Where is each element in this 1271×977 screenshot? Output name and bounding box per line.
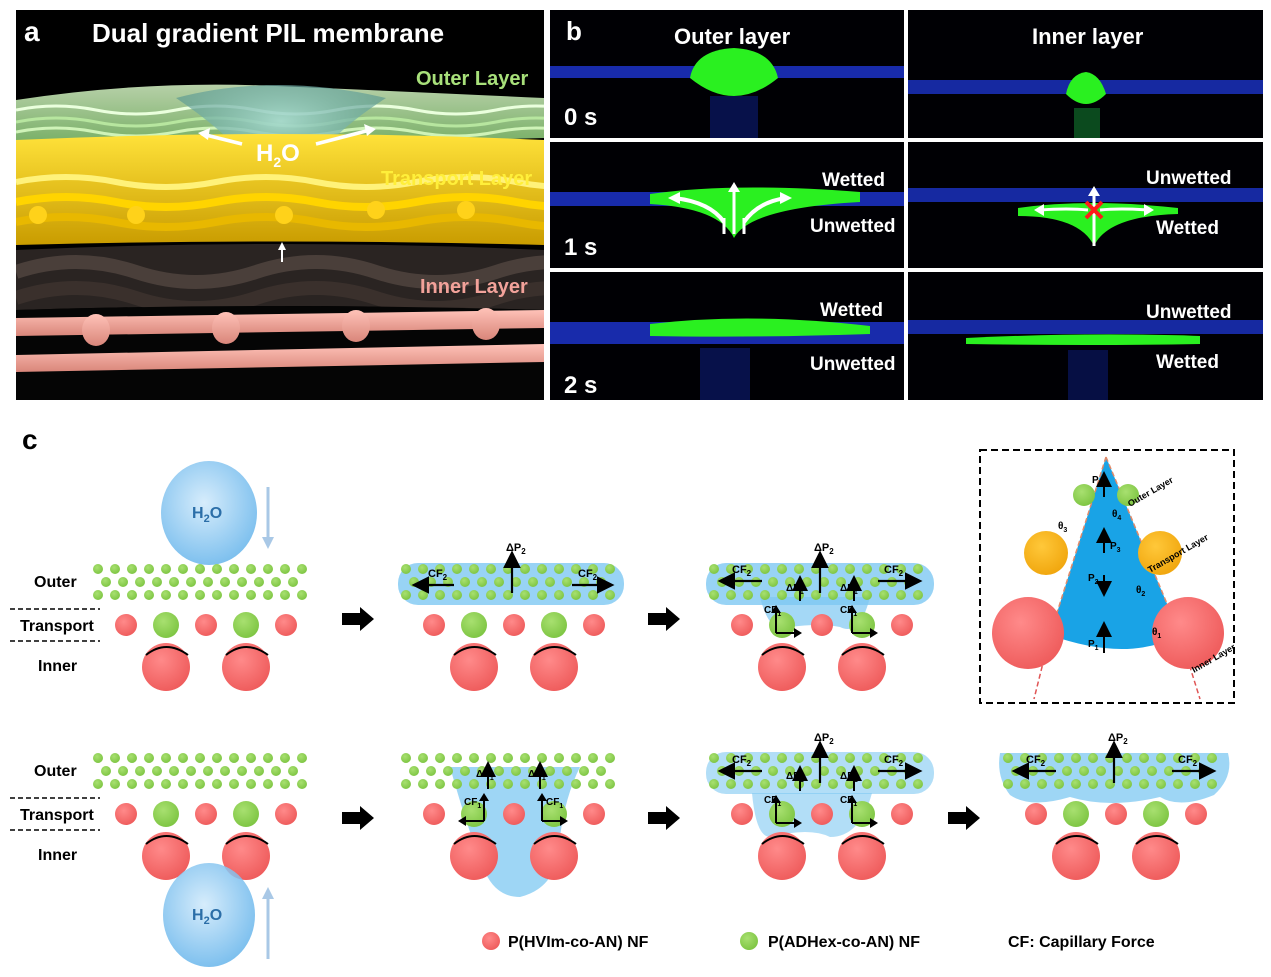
outer-layer-label: Outer Layer: [416, 68, 529, 90]
b-outer-1s-wetted: Wetted: [822, 170, 885, 191]
svg-text:P3: P3: [1110, 541, 1121, 554]
inset-box: [979, 449, 1235, 704]
svg-text:ΔP2: ΔP2: [814, 732, 834, 746]
c-inner-label-1: Inner: [38, 658, 77, 675]
c-h2o-1: H2O: [192, 505, 222, 525]
panel-c-diagram: Outer Transport Inner H2O ΔP2 CF2 CF2 ΔP…: [10, 449, 1237, 967]
b-inner-2s-wetted: Wetted: [1156, 352, 1219, 373]
svg-text:CF1: CF1: [764, 795, 781, 808]
b-inner-layer-title: Inner layer: [1032, 24, 1144, 49]
c-water-drop-1: [161, 461, 257, 565]
b-outer-1s-unwetted: Unwetted: [810, 216, 896, 237]
b-inner-0s: Inner layer: [908, 10, 1263, 138]
svg-text:ΔP1: ΔP1: [476, 769, 494, 782]
b-time-2s: 2 s: [564, 372, 598, 399]
b-inner-1s-unwetted: Unwetted: [1146, 168, 1232, 189]
svg-text:CF1: CF1: [840, 605, 857, 618]
panel-a-title: Dual gradient PIL membrane: [92, 18, 445, 48]
c-transport-label-1: Transport: [20, 618, 94, 635]
b-inner-1s-wetted: Wetted: [1156, 218, 1219, 239]
svg-text:P1: P1: [1088, 639, 1099, 652]
c-dp2-a: ΔP2: [506, 542, 526, 556]
svg-text:θ2: θ2: [1136, 585, 1145, 598]
c-h2o-2: H2O: [192, 907, 222, 927]
svg-text:P4: P4: [1092, 475, 1103, 488]
svg-text:P2: P2: [1088, 573, 1099, 586]
panel-c-letter: c: [22, 424, 38, 455]
membrane-illustration: [16, 84, 544, 400]
svg-text:ΔP2: ΔP2: [814, 542, 834, 556]
b-time-1s: 1 s: [564, 234, 598, 261]
b-outer-1s: Wetted Unwetted 1 s: [550, 142, 904, 268]
svg-text:CF2: CF2: [884, 564, 904, 578]
c-outer-label-1: Outer: [34, 574, 77, 591]
b-outer-2s: Wetted Unwetted 2 s: [550, 272, 904, 400]
legend-green-label: P(ADHex-co-AN) NF: [768, 934, 920, 951]
svg-text:CF2: CF2: [1178, 754, 1198, 768]
b-outer-2s-wetted: Wetted: [820, 300, 883, 321]
svg-text:CF2: CF2: [732, 754, 752, 768]
b-outer-0s: Outer layer 0 s b: [550, 10, 904, 138]
c-inner-label-2: Inner: [38, 847, 77, 864]
svg-text:CF1: CF1: [840, 795, 857, 808]
svg-text:CF2: CF2: [884, 754, 904, 768]
panel-a-letter: a: [24, 16, 40, 47]
legend-red-dot: [482, 932, 500, 950]
c-water-drop-2: [163, 863, 255, 967]
svg-text:CF2: CF2: [428, 568, 448, 582]
svg-text:ΔP2: ΔP2: [1108, 732, 1128, 746]
b-time-0s: 0 s: [564, 104, 598, 131]
panel-b: Outer layer 0 s b Inner layer Wetted Unw…: [550, 10, 1263, 400]
svg-text:CF1: CF1: [546, 797, 563, 810]
legend-red-label: P(HVIm-co-AN) NF: [508, 934, 649, 951]
svg-text:ΔP1: ΔP1: [840, 583, 858, 596]
b-letter: b: [566, 16, 582, 46]
b-outer-2s-unwetted: Unwetted: [810, 354, 896, 375]
svg-text:θ1: θ1: [1152, 627, 1161, 640]
svg-text:CF2: CF2: [578, 568, 598, 582]
water-label: H2O: [256, 140, 300, 170]
b-inner-2s-unwetted: Unwetted: [1146, 302, 1232, 323]
svg-text:ΔP1: ΔP1: [528, 769, 546, 782]
svg-text:θ3: θ3: [1058, 521, 1067, 534]
svg-text:CF2: CF2: [732, 564, 752, 578]
b-inner-1s: Unwetted Wetted: [908, 142, 1263, 268]
panel-a: a Dual gradient PIL membrane Outer Layer…: [16, 10, 544, 400]
inner-layer-label: Inner Layer: [420, 276, 528, 298]
legend-cf-label: CF: Capillary Force: [1008, 934, 1155, 951]
c-outer-label-2: Outer: [34, 763, 77, 780]
transport-layer-label: Transport Layer: [381, 168, 533, 190]
legend-green-dot: [740, 932, 758, 950]
svg-text:CF1: CF1: [764, 605, 781, 618]
svg-text:CF1: CF1: [464, 797, 481, 810]
svg-text:θ4: θ4: [1112, 509, 1121, 522]
svg-text:ΔP1: ΔP1: [840, 771, 858, 784]
c-transport-label-2: Transport: [20, 807, 94, 824]
svg-text:CF2: CF2: [1026, 754, 1046, 768]
svg-text:ΔP1: ΔP1: [786, 771, 804, 784]
b-outer-layer-title: Outer layer: [674, 24, 791, 49]
svg-text:ΔP1: ΔP1: [786, 583, 804, 596]
b-inner-2s: Unwetted Wetted: [908, 272, 1263, 400]
